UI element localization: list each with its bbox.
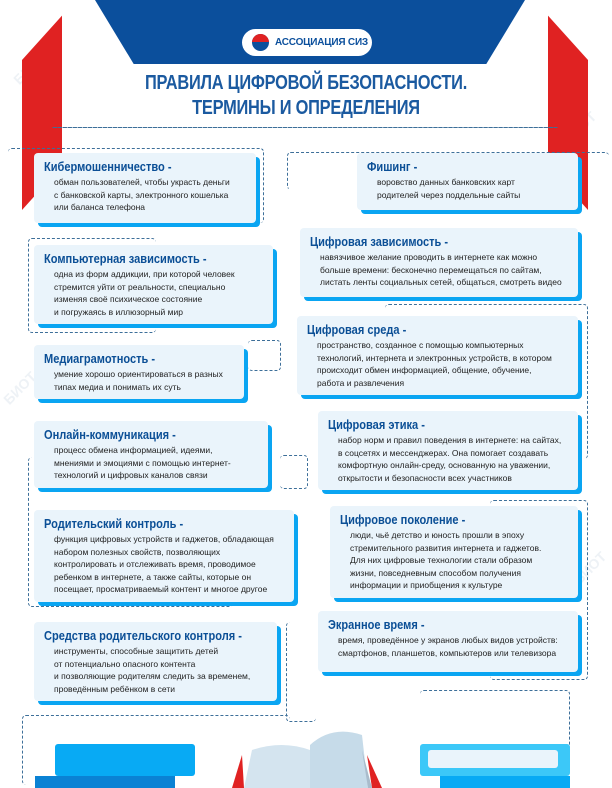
term-definition: процесс обмена информацией, идеями, мнен… xyxy=(54,445,231,480)
connector xyxy=(280,455,308,489)
term-definition: функция цифровых устройств и гаджетов, о… xyxy=(54,534,274,594)
term-title: Средства родительского контроля - xyxy=(44,628,242,643)
term-definition: умение хорошо ориентироваться в разных т… xyxy=(54,369,223,392)
term-definition: пространство, созданное с помощью компью… xyxy=(317,340,552,388)
term-card: Фишинг - воровство данных банковских карт… xyxy=(357,153,578,210)
page-subtitle: ТЕРМИНЫ И ОПРЕДЕЛЕНИЯ xyxy=(192,97,420,119)
term-card: Цифровая среда - пространство, созданное … xyxy=(297,316,578,395)
term-card: Компьютерная зависимость - одна из форм а… xyxy=(34,245,273,324)
connector xyxy=(420,690,570,760)
connector xyxy=(385,304,588,459)
term-title: Родительский контроль - xyxy=(44,516,184,531)
connector xyxy=(28,238,156,333)
connector xyxy=(287,152,609,190)
connector xyxy=(28,457,233,607)
term-title: Фишинг - xyxy=(367,159,418,174)
book-illustration xyxy=(55,744,195,776)
connector xyxy=(8,148,264,223)
org-badge: АССОЦИАЦИЯ СИЗ xyxy=(242,29,372,56)
connector xyxy=(286,622,316,722)
term-definition: обман пользователей, чтобы украсть деньг… xyxy=(54,177,230,212)
term-title: Цифровое поколение - xyxy=(340,512,466,527)
term-title: Онлайн-коммуникация - xyxy=(44,427,176,442)
org-name: АССОЦИАЦИЯ СИЗ xyxy=(275,37,368,48)
term-card: Экранное время - время, проведённое у экр… xyxy=(318,611,578,672)
term-definition: воровство данных банковских карт родител… xyxy=(377,177,521,200)
term-definition: навязчивое желание проводить в интернете… xyxy=(320,252,562,287)
connector xyxy=(22,715,290,785)
term-card: Цифровая этика - набор норм и правил пове… xyxy=(318,411,578,490)
book-illustration xyxy=(428,750,558,768)
term-card: Медиаграмотность - умение хорошо ориентир… xyxy=(34,345,244,399)
term-title: Компьютерная зависимость - xyxy=(44,251,207,266)
term-card: Кибермошенничество - обман пользователей,… xyxy=(34,153,256,223)
term-definition: время, проведённое у экранов любых видов… xyxy=(338,635,558,658)
term-definition: инструменты, способные защитить детей от… xyxy=(54,646,251,694)
term-definition: набор норм и правил поведения в интернет… xyxy=(338,435,562,483)
term-card: Цифровая зависимость - навязчивое желание… xyxy=(300,228,578,297)
term-definition: люди, чьё детство и юность прошли в эпох… xyxy=(350,530,542,590)
page-title: ПРАВИЛА ЦИФРОВОЙ БЕЗОПАСНОСТИ. xyxy=(144,72,468,94)
term-title: Цифровая зависимость - xyxy=(310,234,449,249)
term-title: Медиаграмотность - xyxy=(44,351,156,366)
term-card: Средства родительского контроля - инструм… xyxy=(34,622,277,701)
book-illustration xyxy=(35,776,175,788)
term-definition: одна из форм аддикции, при которой челов… xyxy=(54,269,235,317)
siz-logo-icon xyxy=(252,34,269,51)
divider xyxy=(52,127,558,128)
term-title: Цифровая среда - xyxy=(307,322,407,337)
term-card: Цифровое поколение - люди, чьё детство и … xyxy=(330,506,578,598)
connector xyxy=(248,340,281,371)
connector xyxy=(490,500,588,680)
book-illustration xyxy=(440,776,570,788)
term-title: Экранное время - xyxy=(328,617,425,632)
term-title: Кибермошенничество - xyxy=(44,159,172,174)
term-card: Родительский контроль - функция цифровых … xyxy=(34,510,294,602)
term-title: Цифровая этика - xyxy=(328,417,425,432)
open-book-illustration xyxy=(232,731,382,788)
term-card: Онлайн-коммуникация - процесс обмена инфо… xyxy=(34,421,268,488)
